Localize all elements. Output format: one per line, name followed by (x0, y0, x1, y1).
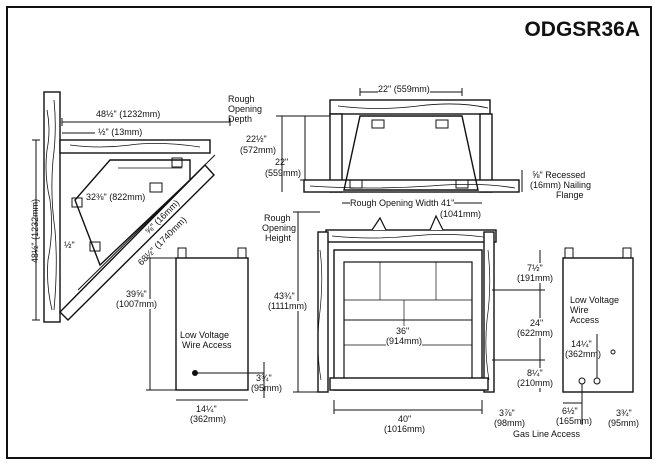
top-vent-3 (349, 179, 363, 189)
front-view (293, 211, 545, 414)
corner-diagonal-stud (59, 163, 215, 321)
model-number: ODGSR36A (524, 18, 640, 41)
dim-corner-diagonal (77, 154, 216, 291)
label-front-bottom-mm: (210mm) (517, 378, 554, 388)
top-vent-4 (455, 179, 469, 189)
label-side-low-voltage-1: Low Voltage (180, 330, 230, 340)
corner-horizontal-stud (59, 139, 211, 154)
label-right-low-voltage-3: Access (570, 315, 600, 325)
label-side-height-in: 39⅝" (126, 289, 147, 299)
label-corner-side-height: 48½" (1232mm) (30, 198, 40, 264)
label-gas-line-access: Gas Line Access (513, 429, 581, 439)
label-front-outer-width-in: 40" (398, 414, 412, 424)
label-side-low-voltage-2: Wire Access (182, 340, 232, 350)
top-view (276, 88, 523, 204)
label-front-top-gap-mm: (191mm) (517, 273, 554, 283)
label-rough-depth: Rough Opening Depth (228, 94, 263, 124)
label-rough-height-2: Opening (262, 223, 297, 233)
label-front-height-in: 43¾" (274, 291, 295, 301)
label-top-width: 22" (559mm) (378, 84, 430, 94)
label-front-opening-in: 24" (530, 318, 544, 328)
label-front-bottom-in: 8¼" (527, 368, 543, 378)
label-front-inner-width-in: 36" (396, 326, 410, 336)
label-front-base-in: 3⅞" (499, 408, 515, 418)
corner-vent-3 (89, 241, 101, 252)
label-right-low-voltage-1: Low Voltage (570, 295, 620, 305)
label-right-gas-mm: (165mm) (556, 416, 593, 426)
right-top-tab-right (622, 247, 632, 259)
top-vent-1 (371, 119, 385, 129)
label-right-width-in: 14¼" (571, 339, 592, 349)
side-view (146, 247, 265, 401)
label-rough-height-1: Rough (264, 213, 291, 223)
right-small-point (610, 349, 616, 355)
label-side-height-mm: (1007mm) (116, 299, 158, 309)
label-right-right-in: 3¾" (616, 408, 632, 418)
side-top-tab-left (177, 247, 187, 259)
top-bottom-beam (303, 179, 520, 193)
label-recessed-2: (16mm) Nailing (530, 180, 592, 190)
label-rough-width-1: Rough Opening Width 41" (350, 198, 455, 208)
label-rough-width-2: (1041mm) (440, 209, 482, 219)
front-right-post (483, 231, 495, 393)
label-depth-b-in: 22" (275, 157, 289, 167)
label-recessed-1: ⅝" Recessed (532, 170, 586, 180)
label-rough-height-3: Height (265, 233, 292, 243)
top-vent-2 (435, 119, 449, 129)
label-recessed-3: Flange (556, 190, 584, 200)
label-right-right-mm: (95mm) (608, 418, 639, 428)
top-firebox (343, 115, 479, 191)
label-side-width-in: 14¼" (196, 404, 217, 414)
label-depth-b-mm: (559mm) (265, 168, 302, 178)
label-front-height-mm: (1111mm) (268, 301, 308, 311)
label-depth-a-mm: (572mm) (240, 145, 277, 155)
front-left-post (317, 231, 329, 393)
label-side-depth-mm: (95mm) (251, 383, 282, 393)
label-corner-top-width: 48½" (1232mm) (96, 109, 161, 119)
label-front-top-gap-in: 7½" (527, 263, 543, 273)
right-side-view (562, 247, 634, 425)
front-base (329, 377, 489, 391)
right-body (562, 257, 634, 393)
corner-view (32, 91, 231, 323)
label-corner-diagonal-front: 32⅜" (822mm) (86, 192, 146, 202)
label-right-low-voltage-2: Wire (570, 305, 589, 315)
label-front-base-mm: (98mm) (494, 418, 525, 428)
label-depth-a-in: 22½" (246, 134, 267, 144)
corner-vent-4 (171, 157, 183, 168)
label-side-width-mm: (362mm) (190, 414, 227, 424)
label-side-depth-in: 3¾" (256, 373, 272, 383)
label-front-opening-mm: (622mm) (517, 328, 554, 338)
label-corner-side-small: ½" (64, 240, 75, 250)
corner-firebox (74, 159, 191, 267)
side-top-tab-right (237, 247, 247, 259)
corner-vent-2 (71, 197, 83, 208)
label-right-gas-in: 6½" (562, 406, 578, 416)
corner-vent-1 (149, 182, 163, 193)
right-top-tab-left (564, 247, 574, 259)
label-corner-top-small: ½" (13mm) (98, 127, 143, 137)
label-front-inner-width-mm: (914mm) (386, 336, 423, 346)
label-right-width-mm: (362mm) (565, 349, 602, 359)
label-front-outer-width-mm: (1016mm) (384, 424, 426, 434)
side-body (175, 257, 249, 391)
